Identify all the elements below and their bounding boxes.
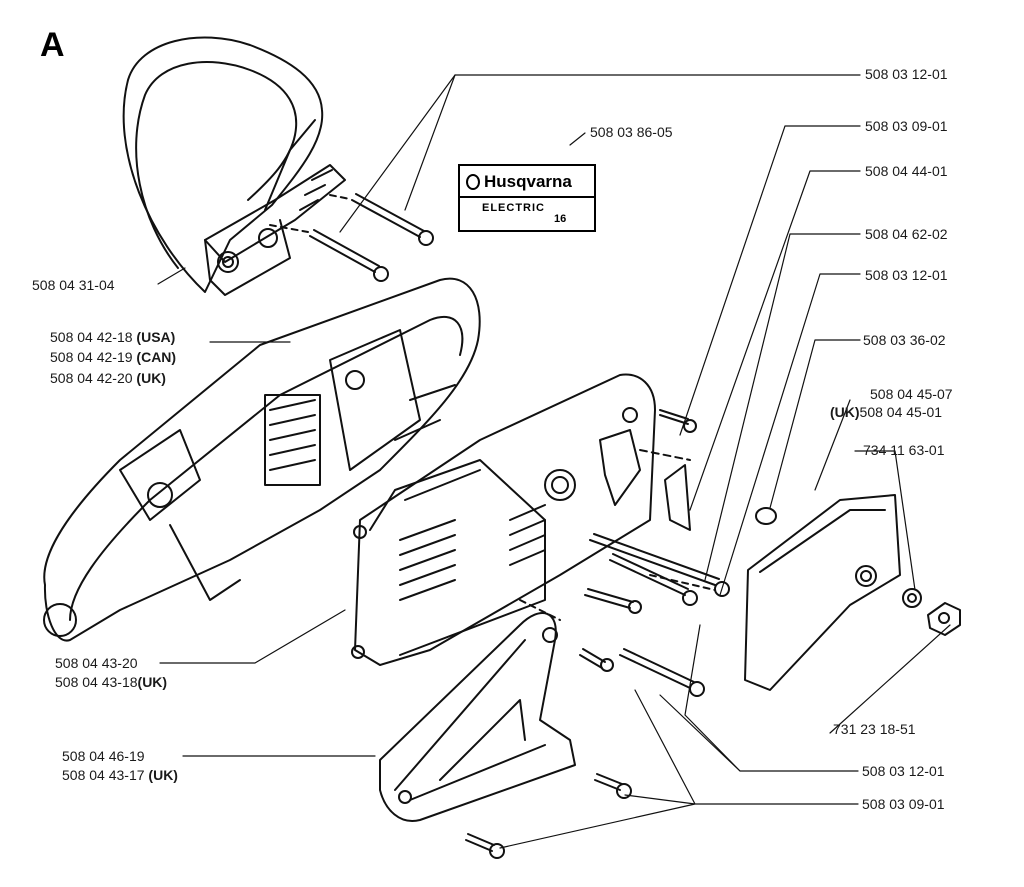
part-number: 508 04 45-01 <box>859 404 943 420</box>
part-number: 508 04 42-19 <box>50 349 133 365</box>
husqvarna-logo-icon <box>466 174 480 190</box>
part-label: 734 11 63-01 <box>863 442 945 458</box>
part-label-uk: 508 04 42-20 (UK) <box>50 370 166 386</box>
part-label: 508 04 45-07 <box>870 386 953 402</box>
part-label: 508 03 12-01 <box>865 267 948 283</box>
part-label: 508 04 46-19 <box>62 748 145 764</box>
section-letter: A <box>40 26 65 64</box>
part-label: 508 03 09-01 <box>865 118 948 134</box>
part-label: 731 23 18-51 <box>833 721 916 737</box>
part-label-uk: 508 04 43-18(UK) <box>55 674 167 690</box>
part-number: 508 04 43-17 <box>62 767 145 783</box>
part-label: 508 04 43-20 <box>55 655 138 671</box>
part-label-usa: 508 04 42-18 (USA) <box>50 329 175 345</box>
part-label-uk: (UK)508 04 45-01 <box>830 404 942 420</box>
front-handle <box>122 36 346 296</box>
leader-lines <box>157 74 951 849</box>
part-label-can: 508 04 42-19 (CAN) <box>50 349 176 365</box>
decal-model-number: 16 <box>554 213 567 225</box>
chain-cover-parts <box>639 409 961 691</box>
part-number: 508 04 42-20 <box>50 370 133 386</box>
region-tag: (USA) <box>136 329 176 345</box>
region-tag: (UK) <box>830 404 860 420</box>
part-label: 508 04 31-04 <box>32 277 115 293</box>
decal-brand-text: Husqvarna <box>484 172 572 191</box>
left-housing <box>43 277 481 642</box>
part-label: 508 03 09-01 <box>862 796 945 812</box>
part-label: 508 03 36-02 <box>863 332 946 348</box>
part-number: 508 04 42-18 <box>50 329 133 345</box>
part-label: 508 03 12-01 <box>862 763 945 779</box>
region-tag: (UK) <box>137 674 168 690</box>
part-label: 508 03 86-05 <box>590 124 673 140</box>
part-label: 508 03 12-01 <box>865 66 948 82</box>
decal-model-line: ELECTRIC <box>482 202 545 214</box>
body-screws <box>465 533 730 859</box>
right-housing <box>351 373 656 666</box>
region-tag: (CAN) <box>136 349 177 365</box>
part-label-uk: 508 04 43-17 (UK) <box>62 767 178 783</box>
region-tag: (UK) <box>136 370 166 386</box>
part-label: 508 04 44-01 <box>865 163 948 179</box>
handle-screws <box>269 193 434 282</box>
region-tag: (UK) <box>148 767 178 783</box>
part-label: 508 04 62-02 <box>865 226 948 242</box>
decal-brand: Husqvarna <box>466 172 572 192</box>
husqvarna-decal: Husqvarna ELECTRIC 16 <box>458 164 596 232</box>
decal-divider <box>460 196 594 198</box>
part-number: 508 04 43-18 <box>55 674 138 690</box>
rear-handle <box>379 599 576 822</box>
